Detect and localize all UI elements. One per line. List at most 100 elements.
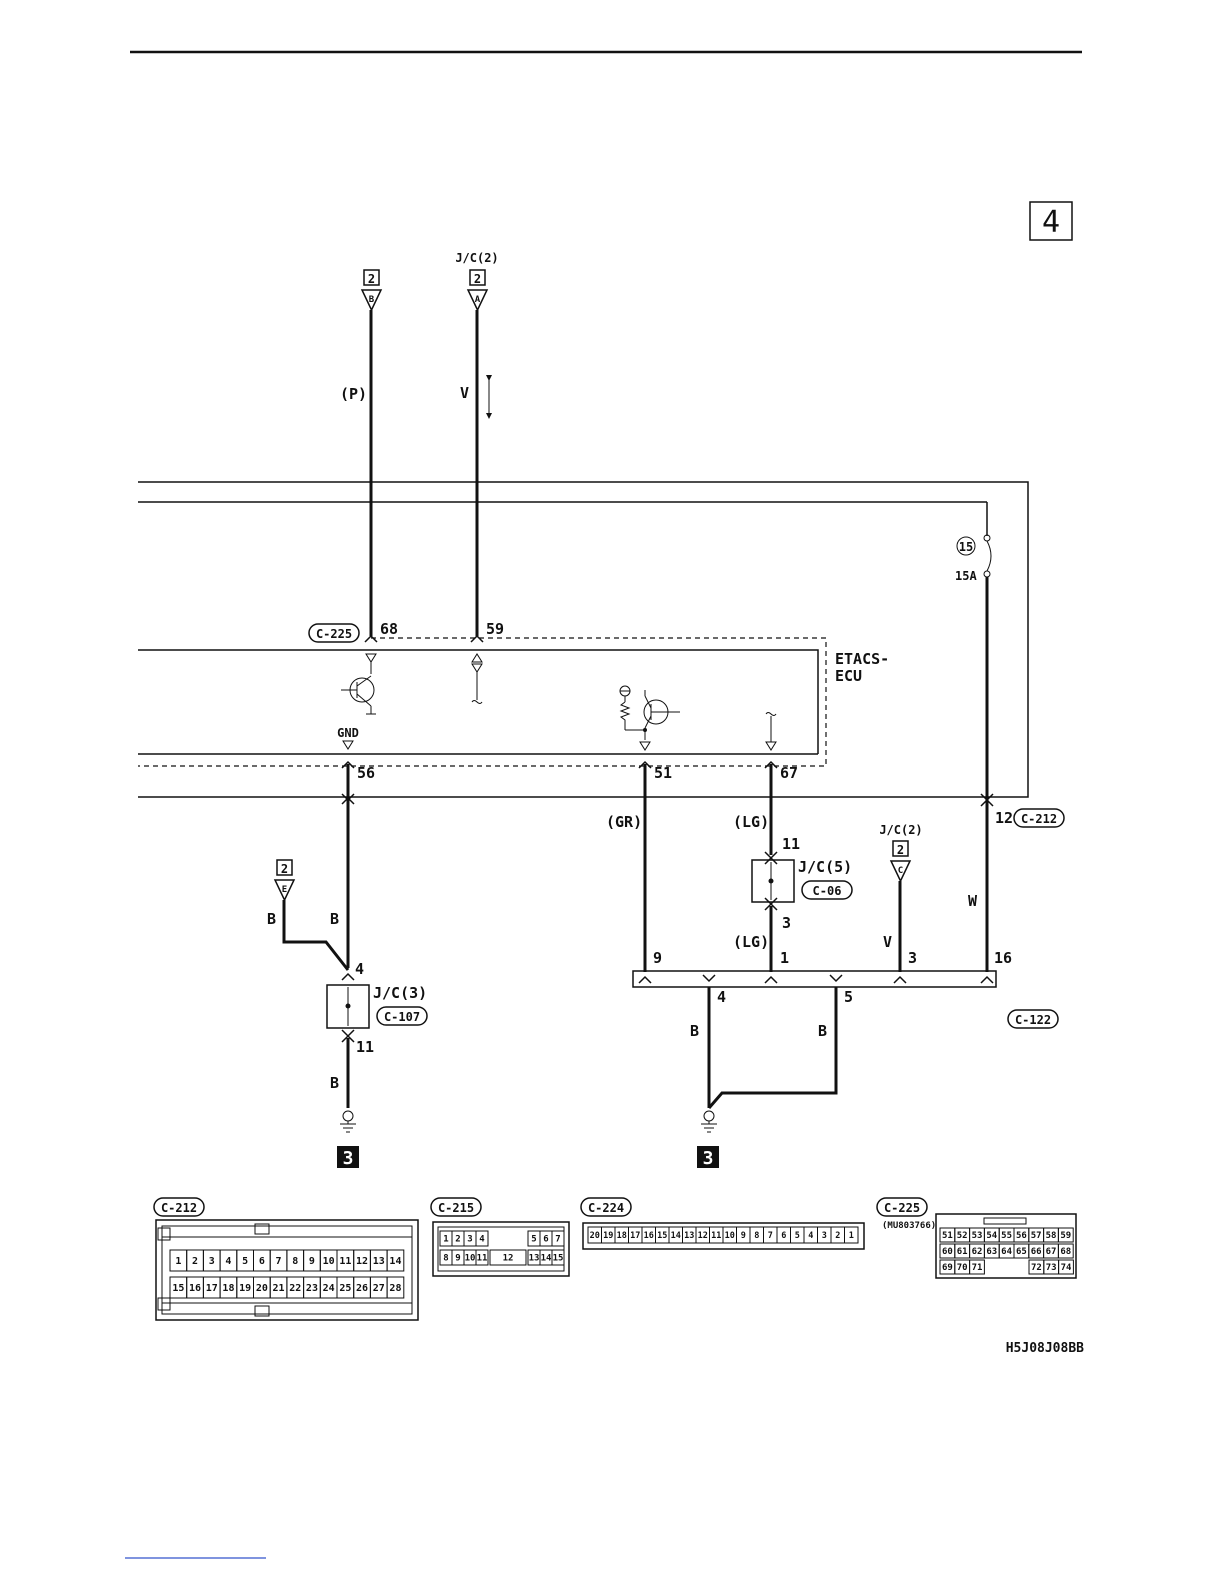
transistor-51-icon bbox=[619, 685, 680, 751]
page-ref-box bbox=[363, 269, 380, 286]
pin-68-label: 68 bbox=[380, 620, 398, 638]
jc5-name: J/C(5) bbox=[798, 858, 852, 876]
jc3-wire-top: B bbox=[330, 910, 339, 928]
c212-pin-23: 23 bbox=[306, 1283, 318, 1294]
c224-pin-11: 11 bbox=[711, 1231, 721, 1241]
c225-pin-73: 73 bbox=[1046, 1263, 1057, 1273]
c122-pin-4: 4 bbox=[717, 988, 726, 1006]
jc2-right-wire: V bbox=[883, 933, 892, 951]
pin-59-label: 59 bbox=[486, 620, 504, 638]
wire-59-group: J/C(2) 2 A V 59 bbox=[455, 251, 504, 638]
jc2-label-top: J/C(2) bbox=[455, 251, 498, 265]
ground-mark-box bbox=[337, 1146, 359, 1168]
c215-cell bbox=[475, 1230, 489, 1247]
c224-pin-3: 3 bbox=[822, 1231, 827, 1241]
c225-pin-71: 71 bbox=[972, 1263, 983, 1273]
c212-pin-17: 17 bbox=[206, 1283, 218, 1294]
c122-wire-right: B bbox=[818, 1022, 827, 1040]
connector-tag-c06-text: C-06 bbox=[813, 884, 842, 898]
ground-mark-1: 3 bbox=[343, 1148, 354, 1169]
pin-marker bbox=[470, 634, 484, 643]
c225-pin-64: 64 bbox=[1001, 1247, 1012, 1257]
c225-pin-65: 65 bbox=[1016, 1247, 1027, 1257]
c225-pin-69: 69 bbox=[942, 1263, 953, 1273]
c225-pin-63: 63 bbox=[986, 1247, 997, 1257]
c212-pin-21: 21 bbox=[273, 1283, 285, 1294]
c212-pin-20: 20 bbox=[256, 1283, 268, 1294]
c224-pin-17: 17 bbox=[630, 1231, 640, 1241]
c215-pin-3: 3 bbox=[467, 1235, 472, 1245]
c212-pin-11: 11 bbox=[339, 1256, 351, 1267]
c215-pin-15: 15 bbox=[553, 1254, 564, 1264]
connector-face-c225-part: (MU803766) bbox=[882, 1221, 936, 1231]
jc3-wire-bottom: B bbox=[330, 1074, 339, 1092]
connector-tag-c225-text: C-225 bbox=[316, 627, 352, 641]
c225-cell bbox=[969, 1259, 985, 1275]
connector-c122: 9 1 3 16 4 5 C-122 B B bbox=[632, 949, 1059, 1133]
c215-pin-12: 12 bbox=[503, 1254, 514, 1264]
fuse-number: 15 bbox=[959, 540, 973, 554]
c215-pin-9: 9 bbox=[455, 1254, 460, 1264]
c224-pin-7: 7 bbox=[768, 1231, 773, 1241]
c212-pin-4: 4 bbox=[225, 1256, 231, 1267]
connector-tag-c212 bbox=[1013, 808, 1065, 828]
connector-tag-c225 bbox=[308, 623, 360, 643]
c212-pin-15: 15 bbox=[172, 1283, 184, 1294]
c212-pin-12: 12 bbox=[356, 1256, 368, 1267]
connector-face-c224-title: C-224 bbox=[588, 1201, 624, 1215]
c225-pin-57: 57 bbox=[1031, 1231, 1042, 1241]
fuse-group: 15 15A 12 C-212 W bbox=[955, 502, 1065, 972]
gnd-arrow bbox=[342, 740, 354, 750]
jc3-pin-bottom: 11 bbox=[356, 1038, 374, 1056]
wire-68-group: 2 B (P) 68 bbox=[340, 269, 398, 638]
wire-68-color: (P) bbox=[340, 385, 367, 403]
page-ref-letter: B bbox=[369, 295, 375, 305]
c215-pin-2: 2 bbox=[455, 1235, 460, 1245]
page-ref-num: 2 bbox=[368, 272, 375, 286]
c224-pin-18: 18 bbox=[617, 1231, 627, 1241]
jc3-name: J/C(3) bbox=[373, 984, 427, 1002]
transistor-68-icon bbox=[341, 653, 377, 715]
c215-pin-14: 14 bbox=[541, 1254, 552, 1264]
c212-pin: 12 bbox=[995, 809, 1013, 827]
page-ref-letter: A bbox=[475, 295, 481, 305]
c224-pin-4: 4 bbox=[808, 1231, 813, 1241]
c212-wire-color: W bbox=[968, 892, 978, 910]
ecu-name-1: ETACS- bbox=[835, 650, 889, 668]
c215-cell bbox=[489, 1249, 527, 1266]
c225-cell bbox=[1057, 1243, 1074, 1259]
c224-pin-8: 8 bbox=[754, 1231, 759, 1241]
pin-51-label: 51 bbox=[654, 764, 672, 782]
jc5-wire-bottom: (LG) bbox=[733, 933, 769, 951]
c212-pin-16: 16 bbox=[189, 1283, 201, 1294]
c225-cell bbox=[1058, 1259, 1074, 1275]
ecu-dashed-outline bbox=[138, 637, 827, 767]
page-ref-box bbox=[469, 269, 486, 286]
c212-pin-5: 5 bbox=[242, 1256, 248, 1267]
c215-pin-6: 6 bbox=[543, 1235, 548, 1245]
c122-pin-1: 1 bbox=[780, 949, 789, 967]
c225-pin-54: 54 bbox=[986, 1231, 997, 1241]
c212-cell bbox=[386, 1249, 405, 1272]
c225-pin-66: 66 bbox=[1031, 1247, 1042, 1257]
jc3-pin-top: 4 bbox=[355, 960, 364, 978]
gnd-label: GND bbox=[337, 726, 359, 740]
c122-pin-16: 16 bbox=[994, 949, 1012, 967]
c122-pin-9: 9 bbox=[653, 949, 662, 967]
fuse-rating: 15A bbox=[955, 569, 977, 583]
c212-pin-2: 2 bbox=[192, 1256, 198, 1267]
jc3-branch-letter: E bbox=[282, 885, 287, 895]
jc2-right-letter: C bbox=[898, 866, 903, 876]
c215-pin-4: 4 bbox=[479, 1235, 485, 1245]
pin-67-label: 67 bbox=[780, 764, 798, 782]
connector-tag-c107-text: C-107 bbox=[384, 1010, 420, 1024]
c225-pin-62: 62 bbox=[972, 1247, 983, 1257]
jc5-pin-bottom: 3 bbox=[782, 914, 791, 932]
c215-pin-13: 13 bbox=[529, 1254, 540, 1264]
